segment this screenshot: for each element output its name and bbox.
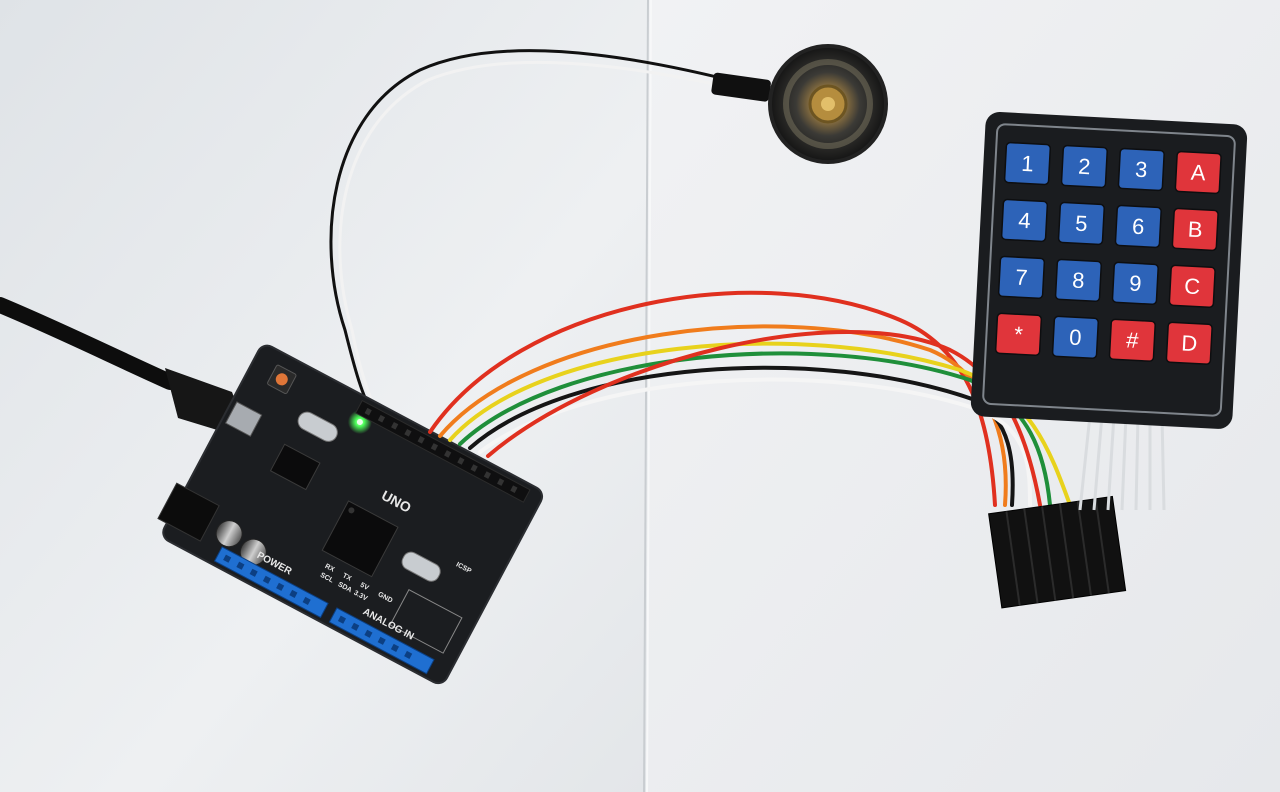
arduino-board: UNO POWER ANALOG IN ICSP RX TX SCL SDA 5… (157, 344, 544, 685)
keypad-key-8[interactable]: 8 (1054, 258, 1102, 303)
keypad-key-label: A (1190, 160, 1206, 186)
keypad-key-0[interactable]: 0 (1051, 315, 1099, 359)
keypad-key-label: 7 (1015, 265, 1029, 291)
keypad-key-label: 0 (1069, 324, 1083, 350)
keypad-key-6[interactable]: 6 (1114, 204, 1162, 249)
keypad-key-star[interactable]: * (994, 312, 1043, 356)
keypad-key-label: 4 (1018, 208, 1032, 234)
keypad-key-label: B (1187, 217, 1203, 243)
keypad-key-label: 9 (1129, 271, 1143, 297)
ribbon-wires (428, 290, 1072, 507)
keypad-key-1[interactable]: 1 (1003, 141, 1052, 186)
keypad-key-label: C (1184, 273, 1201, 299)
keypad-key-4[interactable]: 4 (1000, 198, 1049, 243)
5v-label: 5V (359, 582, 370, 592)
wire-red-2 (486, 330, 1042, 507)
keypad-key-label: D (1181, 330, 1198, 356)
keypad-key-a[interactable]: A (1174, 150, 1222, 195)
keypad-key-5[interactable]: 5 (1057, 201, 1105, 246)
keypad-key-label: # (1126, 327, 1140, 353)
keypad-key-label: 6 (1132, 214, 1146, 240)
keypad-key-label: 3 (1135, 157, 1149, 183)
keypad-key-hash[interactable]: # (1108, 318, 1156, 362)
membrane-keypad: 1 2 3 A 4 5 6 B 7 8 9 C * 0 # D (970, 112, 1248, 429)
keypad-key-label: 2 (1078, 154, 1092, 180)
keypad-key-2[interactable]: 2 (1060, 144, 1108, 189)
rx-label: RX (324, 563, 336, 574)
wire-yellow (448, 341, 1072, 507)
keypad-key-b[interactable]: B (1171, 207, 1219, 252)
usb-port (224, 401, 263, 437)
keypad-key-label: 5 (1075, 211, 1089, 237)
keypad-key-label: * (1014, 322, 1024, 347)
tx-label: TX (341, 572, 352, 583)
buzzer (711, 44, 888, 164)
dupont-connector (988, 495, 1127, 609)
buzzer-wire (329, 49, 771, 415)
microcontroller-chip (321, 500, 399, 578)
keypad-key-label: 8 (1072, 268, 1086, 294)
wire-white (478, 377, 1032, 507)
keypad-key-3[interactable]: 3 (1117, 147, 1165, 192)
keypad-ribbon (1078, 414, 1166, 511)
wire-green (458, 351, 1052, 507)
keypad-key-7[interactable]: 7 (997, 255, 1046, 300)
dc-power-jack (157, 482, 220, 542)
keypad-key-c[interactable]: C (1168, 264, 1216, 308)
keypad-key-d[interactable]: D (1165, 321, 1213, 365)
wire-black (468, 365, 1015, 507)
keypad-key-label: 1 (1021, 151, 1035, 177)
keypad-key-9[interactable]: 9 (1111, 261, 1159, 306)
